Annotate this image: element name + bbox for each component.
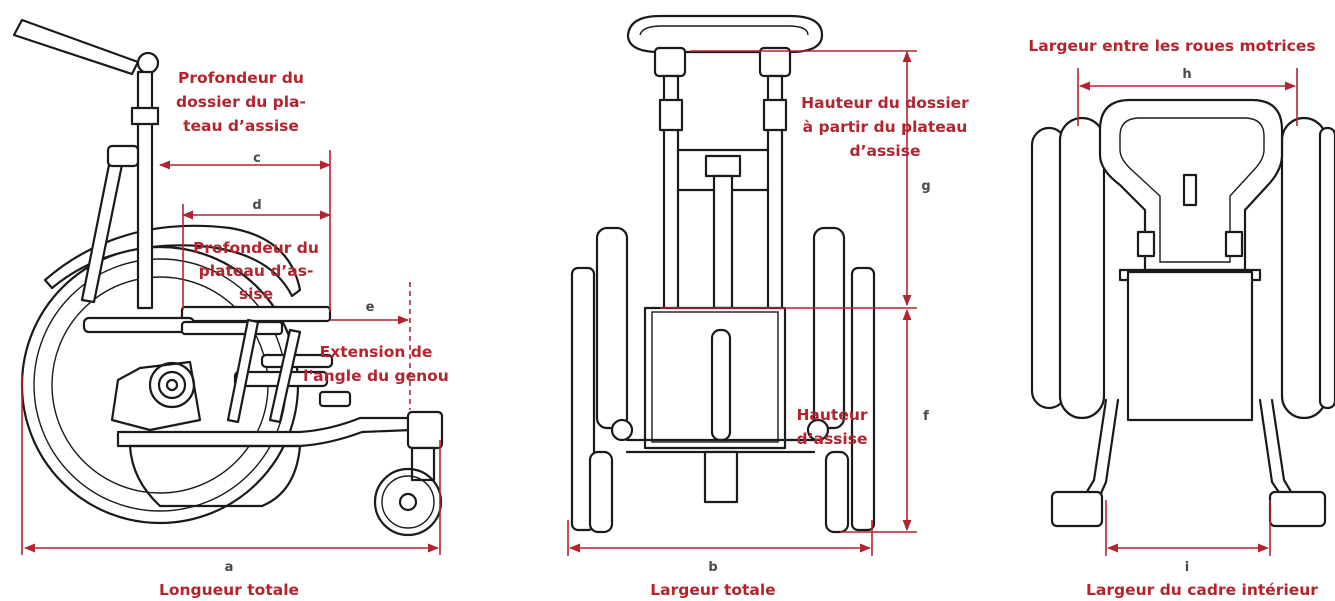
label-line: à partir du plateau: [803, 118, 968, 136]
dimension-f: [660, 307, 917, 533]
dimension-h: [1077, 68, 1298, 126]
front-view-wheelchair: [570, 14, 876, 534]
label-line: Hauteur du dossier: [801, 94, 969, 112]
label-line: d’assise: [850, 142, 921, 160]
label-line: plateau d’as-: [199, 262, 314, 280]
label-line: sise: [239, 285, 273, 303]
letter-g: g: [921, 179, 930, 194]
dimension-d: [181, 204, 332, 310]
label-line: l'angle du genou: [303, 367, 449, 385]
dimension-c: [158, 150, 332, 312]
label-line: Extension de: [320, 343, 433, 361]
label-line: teau d’assise: [183, 117, 299, 135]
label-back-height: Hauteur du dossier à partir du plateau d…: [801, 94, 969, 160]
label-line: Profondeur du: [193, 239, 319, 257]
label-knee-angle: Extension de l'angle du genou: [303, 343, 449, 385]
label-total-length: Longueur totale: [159, 581, 299, 599]
label-drive-wheels-width: Largeur entre les roues motrices: [1028, 37, 1315, 55]
label-line: d’assise: [797, 430, 868, 448]
dimension-e: [330, 282, 411, 410]
label-line: Hauteur: [796, 406, 867, 424]
dimension-g: [690, 50, 917, 307]
label-inner-frame-width: Largeur du cadre intérieur: [1086, 581, 1318, 599]
side-view-wheelchair: [12, 18, 444, 537]
top-view-wheelchair: [1030, 98, 1335, 528]
dimension-a: [21, 375, 441, 555]
label-line: dossier du pla-: [176, 93, 306, 111]
letter-b: b: [708, 560, 717, 575]
label-line: Profondeur du: [178, 69, 304, 87]
label-seat-back-depth: Profondeur du dossier du pla- teau d’ass…: [176, 69, 306, 135]
letter-i: i: [1185, 560, 1189, 575]
letter-h: h: [1182, 67, 1191, 82]
letter-a: a: [225, 560, 234, 575]
label-seat-depth: Profondeur du plateau d’as- sise: [193, 239, 319, 303]
letter-f: f: [923, 409, 929, 424]
label-seat-height: Hauteur d’assise: [796, 406, 867, 448]
letter-e: e: [366, 300, 375, 315]
label-total-width: Largeur totale: [650, 581, 775, 599]
letter-c: c: [253, 151, 261, 166]
letter-d: d: [252, 198, 261, 213]
dimension-b: [567, 520, 873, 556]
dimension-i: [1105, 500, 1271, 556]
